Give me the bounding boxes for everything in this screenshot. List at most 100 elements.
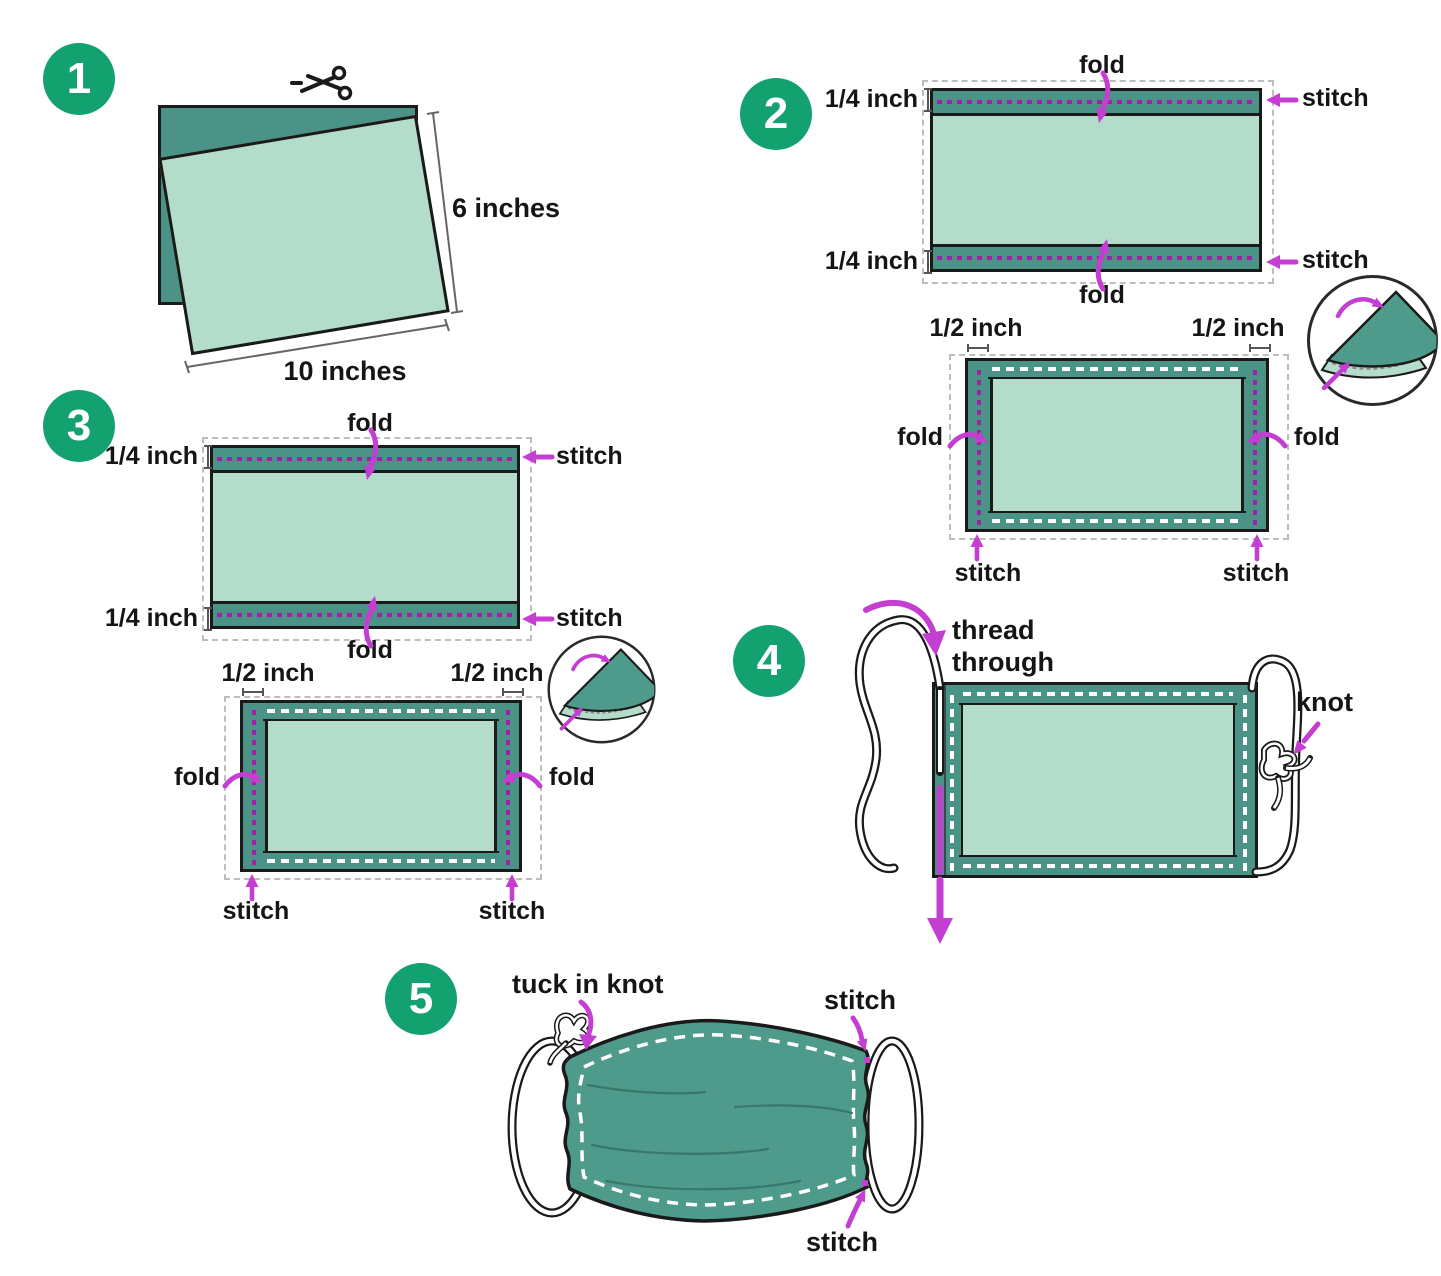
stitch-line xyxy=(217,613,513,617)
stitch-label-top: stitch xyxy=(1302,84,1369,112)
stitch-line xyxy=(963,692,1233,696)
side-band-right xyxy=(1241,361,1266,529)
step-5-number: 5 xyxy=(408,974,434,1023)
fold-arrow-icon xyxy=(364,427,379,480)
half-inch-tick xyxy=(242,688,264,696)
fold-arrow-icon xyxy=(947,431,988,449)
quarter-inch-tick xyxy=(204,607,212,631)
hem-band-top xyxy=(263,703,499,721)
stitch-line xyxy=(977,365,981,525)
fold-label-left: fold xyxy=(174,763,220,791)
channel-divider xyxy=(944,685,946,875)
stitch-line xyxy=(506,707,510,865)
stitch-arrow-icon xyxy=(1266,93,1299,107)
quarter-inch-label-bottom: 1/4 inch xyxy=(104,604,198,632)
folded-panel xyxy=(240,700,522,872)
side-band-left xyxy=(968,361,993,529)
hem-band-top xyxy=(959,685,1237,705)
mask-illustration xyxy=(507,1012,924,1223)
half-inch-label-left: 1/2 inch xyxy=(221,659,315,687)
quarter-inch-label-top: 1/4 inch xyxy=(104,442,198,470)
knot-arrow-icon xyxy=(1293,721,1321,755)
fold-arrow-icon xyxy=(1095,239,1110,292)
stitch-line xyxy=(1243,689,1247,871)
half-inch-tick xyxy=(502,688,524,696)
magnifier-detail xyxy=(547,635,656,744)
stitch-point xyxy=(864,1057,870,1063)
step-2-number: 2 xyxy=(763,89,789,138)
stitch-arrow-icon xyxy=(850,1015,868,1052)
stitch-point xyxy=(862,1180,868,1186)
stitch-label-bottom: stitch xyxy=(556,604,623,632)
stitch-arrow-icon xyxy=(1266,255,1299,269)
hem-band-top xyxy=(988,361,1246,379)
half-inch-label-right: 1/2 inch xyxy=(1191,314,1285,342)
stitch-arrow-icon xyxy=(505,874,519,902)
mask-pleats xyxy=(586,1083,854,1191)
side-band-right xyxy=(494,703,519,869)
dimension-label-width: 10 inches xyxy=(283,356,407,386)
stitch-line xyxy=(992,367,1242,371)
step-4-badge: 4 xyxy=(733,625,805,697)
magnifier-detail xyxy=(1307,275,1438,406)
step-3-number: 3 xyxy=(66,401,92,450)
stitch-line xyxy=(937,256,1255,260)
stitch-label-right: stitch xyxy=(1222,559,1290,587)
fold-arrow-icon xyxy=(1247,431,1288,449)
dimension-lines xyxy=(184,111,464,374)
channel-band-right xyxy=(1233,685,1255,875)
fold-arrow-icon xyxy=(363,596,378,649)
stitch-label-bottom: stitch xyxy=(806,1227,879,1257)
thread-through-label-line2: through xyxy=(952,647,1054,677)
stitch-line xyxy=(992,519,1242,523)
stitch-arrow-icon xyxy=(845,1189,866,1229)
half-inch-label-right: 1/2 inch xyxy=(450,659,544,687)
quarter-inch-tick xyxy=(924,88,932,112)
tuck-in-knot-label: tuck in knot xyxy=(512,969,664,999)
half-inch-tick xyxy=(967,344,989,352)
stitch-arrow-icon xyxy=(970,534,984,562)
stitch-label-left: stitch xyxy=(954,559,1022,587)
channel-panel xyxy=(932,682,1258,878)
hem-band-bottom xyxy=(959,855,1237,875)
thread-through-arrow-icon xyxy=(863,599,946,656)
half-inch-label-left: 1/2 inch xyxy=(929,314,1023,342)
hemmed-panel xyxy=(930,88,1262,272)
hem-band-bottom xyxy=(933,244,1259,269)
quarter-inch-label-top: 1/4 inch xyxy=(824,85,918,113)
stitch-line xyxy=(937,100,1255,104)
half-inch-tick xyxy=(1249,344,1271,352)
stitch-line xyxy=(1253,365,1257,525)
stitch-line xyxy=(950,689,954,871)
step-4-number: 4 xyxy=(756,636,782,685)
knot-label: knot xyxy=(1296,687,1353,717)
stitch-line xyxy=(267,709,495,713)
stitch-line xyxy=(217,457,513,461)
step-3-badge: 3 xyxy=(43,390,115,462)
scissors-icon xyxy=(290,65,353,101)
stitch-label-right: stitch xyxy=(478,897,546,925)
mask-stitch-outline xyxy=(576,1033,857,1207)
folded-panel xyxy=(965,358,1269,532)
stitch-arrow-icon xyxy=(245,874,259,902)
stitch-label-top: stitch xyxy=(556,442,623,470)
quarter-inch-label-bottom: 1/4 inch xyxy=(824,247,918,275)
step-1-badge: 1 xyxy=(43,43,115,115)
fold-label-right: fold xyxy=(1294,423,1340,451)
step-1-number: 1 xyxy=(66,54,92,103)
dimension-label-height: 6 inches xyxy=(452,193,561,223)
hem-band-top xyxy=(933,91,1259,116)
fold-arrow-icon xyxy=(222,771,263,789)
stitch-line xyxy=(252,707,256,865)
fold-label-right: fold xyxy=(549,763,595,791)
step-2-badge: 2 xyxy=(740,78,812,150)
elastic-strings xyxy=(854,615,1313,944)
side-band-left xyxy=(243,703,268,869)
hem-band-bottom xyxy=(263,851,499,869)
stitch-arrow-icon xyxy=(1250,534,1264,562)
stitch-line xyxy=(267,859,495,863)
stitch-label-bottom: stitch xyxy=(1302,246,1369,274)
hem-band-bottom xyxy=(988,511,1246,529)
hemmed-panel xyxy=(210,445,520,629)
